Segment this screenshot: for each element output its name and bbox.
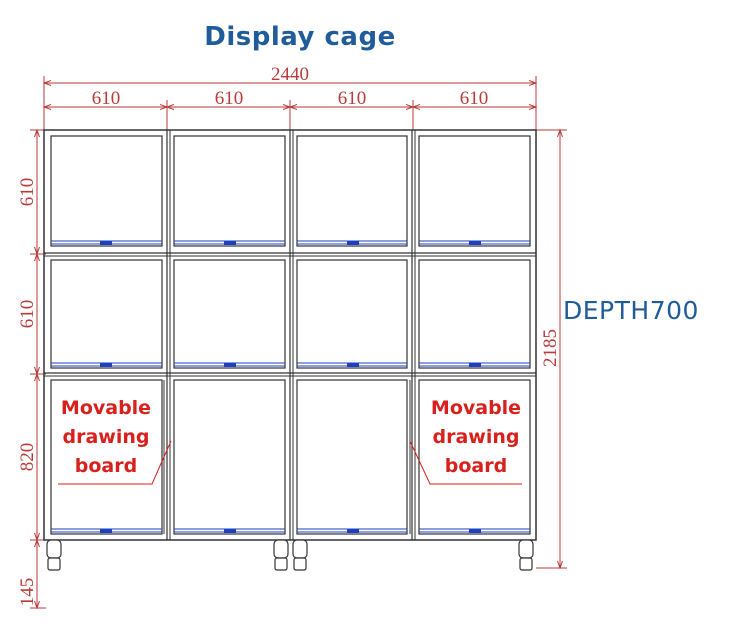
note-left: Movable drawing board <box>41 394 171 481</box>
door-r1-c3 <box>296 135 408 247</box>
door-r3-c2 <box>173 379 286 535</box>
door-r3-c1 <box>50 379 163 535</box>
note-right-line-2: drawing <box>432 426 520 448</box>
door-r1-c2 <box>173 135 286 247</box>
casters <box>46 539 534 571</box>
dim-row-1: 610 <box>17 178 38 207</box>
caster-2 <box>273 539 289 571</box>
tray-handles <box>100 241 481 533</box>
top-dimensions <box>44 76 536 130</box>
door-r1-c4 <box>418 135 531 247</box>
note-left-line-3: board <box>74 455 138 477</box>
dim-overall-height: 2185 <box>540 329 561 367</box>
note-left-line-2: drawing <box>62 426 150 448</box>
cage-doors <box>50 135 531 535</box>
door-r3-c3 <box>296 379 408 535</box>
caster-1 <box>46 539 62 571</box>
dim-row-3: 820 <box>17 443 38 472</box>
note-right: Movable drawing board <box>411 394 541 481</box>
caster-3 <box>292 539 308 571</box>
dim-row-2: 610 <box>17 300 38 329</box>
dim-col-4: 610 <box>460 88 489 109</box>
dim-col-1: 610 <box>92 88 121 109</box>
dim-overall-width: 2440 <box>271 64 309 85</box>
door-r3-c4 <box>418 379 531 535</box>
dim-col-2: 610 <box>215 88 244 109</box>
note-leaders <box>58 440 522 485</box>
note-left-line-1: Movable <box>60 397 152 419</box>
door-r2-c3 <box>296 259 408 369</box>
diagram-title: Display cage <box>204 22 396 52</box>
note-right-line-3: board <box>444 455 508 477</box>
dim-leg-height: 145 <box>17 578 38 607</box>
dim-col-3: 610 <box>338 88 367 109</box>
right-dimension <box>536 130 567 568</box>
note-right-line-1: Movable <box>430 397 522 419</box>
cage-frame <box>43 129 537 541</box>
caster-4 <box>518 539 534 571</box>
door-r2-c1 <box>50 259 163 369</box>
door-r2-c4 <box>418 259 531 369</box>
door-r2-c2 <box>173 259 286 369</box>
depth-label: DEPTH700 <box>563 296 699 325</box>
door-r1-c1 <box>50 135 163 247</box>
